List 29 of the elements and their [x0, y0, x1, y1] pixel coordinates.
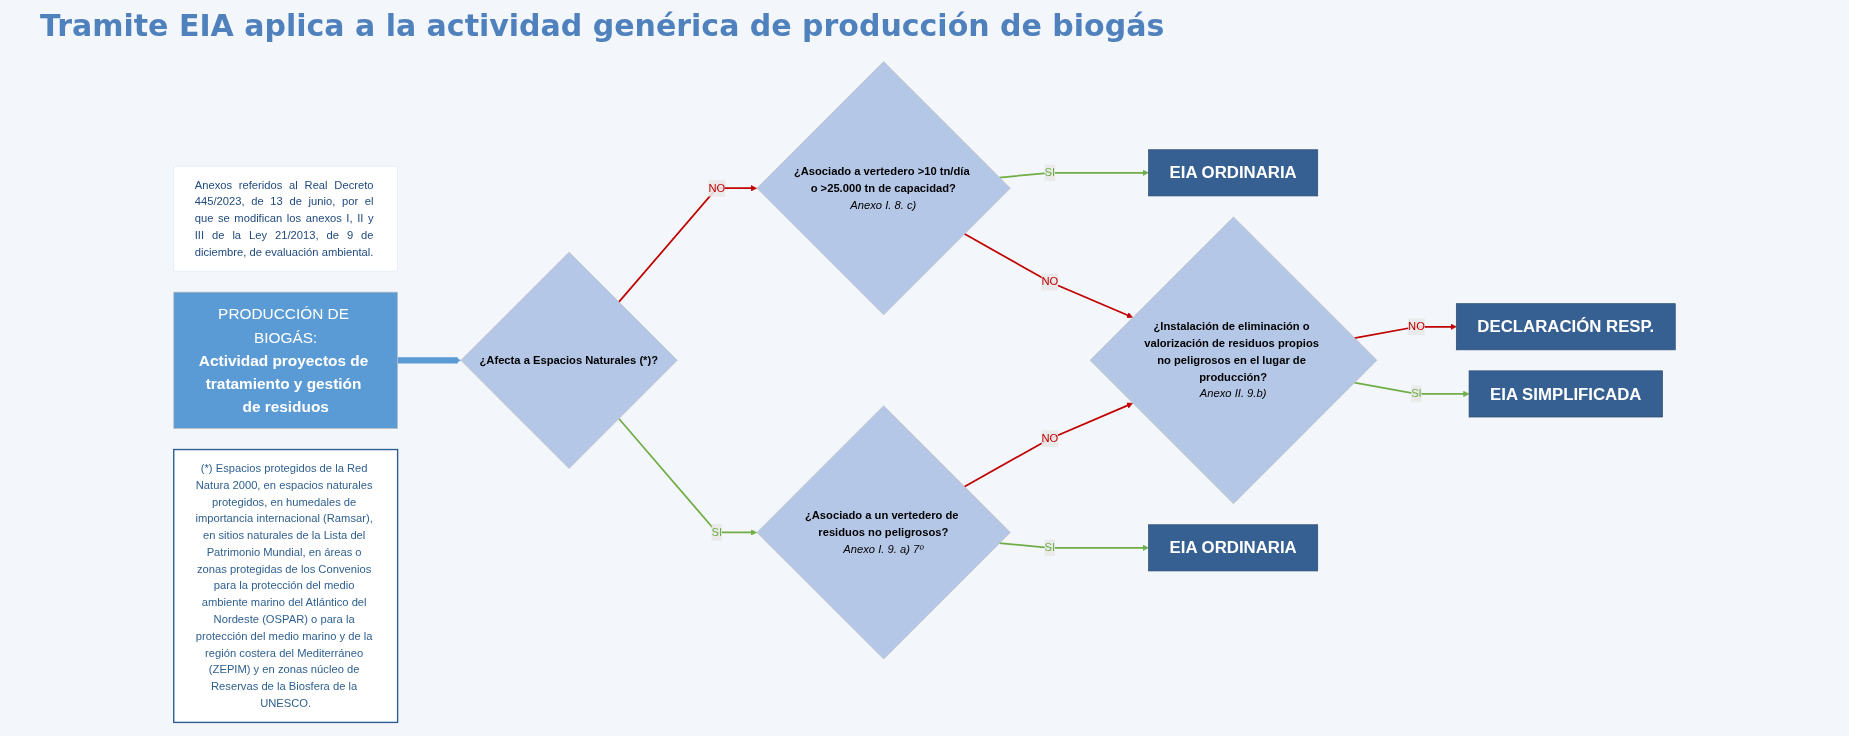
- edge-label: NO: [1041, 275, 1059, 288]
- arrow: [617, 417, 757, 536]
- flowchart: NO SI SI NO NO SI NO SI Anexos referidos al Real Decreto 445/2023, de 13 de junio, por el que se modifican los anexos I, II y III de la Ley 21/2013, de 9 de diciembre, de evaluación ambiental. PRODUCCIÓN DE BIOGÁS: Actividad proyectos de tratamiento y gestión de residuos ¿Afecta a Espacios Naturales (*)? ¿Asociado a vertedero >10 tn/día o >25.000 tn de capacidad? Anexo I. 8. c) EIA ORDINARIA ¿Instalación de eliminación o valorización de residuos propios no peligrosos en el lugar de producción? Anexo II. 9.b) DECLARACIÓN RESP. EIA SIMPLIFICADA ¿Asociado a un vertedero de residuos no peligrosos? Anexo I. 9. a) 7º EIA ORDINARIA (*) Espacios protegidos de la Red Natura 2000, en espacios naturales protegidos, en humedales de importancia internacional (Ramsar), en sitios naturales de la Lista del Patrimonio Mundial, en áreas o zonas protegidas de los Convenios para la protección del medio ambiente marino del Atlántico del Nordeste (OSPAR) o para la protección del medio marino y de la región costera del Mediterráneo (ZEPIM) y en zonas núcleo de Reservas de la Biosfera de la UNESCO.: [20, 56, 1829, 728]
- arrow: [998, 542, 1149, 551]
- edge-label: SI: [1044, 166, 1056, 179]
- arrow: [1353, 323, 1457, 339]
- node-diamond: [460, 251, 678, 469]
- arrow: [397, 357, 461, 364]
- arrow: [963, 402, 1133, 488]
- arrow: [1353, 381, 1470, 397]
- node-box: [173, 448, 399, 724]
- edge-label: NO: [1041, 432, 1059, 445]
- node-diamond: [1089, 216, 1378, 505]
- edge-label: NO: [1408, 320, 1425, 333]
- edge-label: SI: [711, 526, 723, 539]
- node-box: [173, 291, 398, 429]
- node-diamond: [756, 61, 1011, 316]
- node-diamond: [756, 405, 1011, 660]
- node-box: [1455, 303, 1676, 351]
- arrow: [998, 169, 1149, 179]
- diagram-title: Tramite EIA aplica a la actividad genérica de producción de biogás: [40, 8, 1165, 43]
- node-box: [1468, 370, 1663, 418]
- node-box: [1148, 149, 1319, 197]
- node-box: [1148, 524, 1319, 572]
- edge-label: NO: [708, 181, 726, 194]
- arrow: [963, 232, 1133, 319]
- edge-label: SI: [1411, 387, 1422, 400]
- edge-label: SI: [1044, 541, 1056, 554]
- arrow: [617, 185, 757, 304]
